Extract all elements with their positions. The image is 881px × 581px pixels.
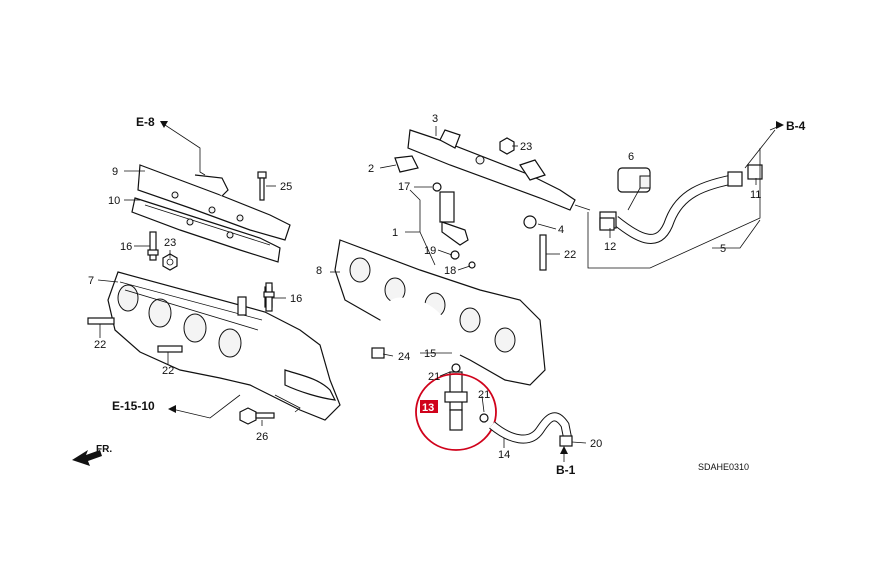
callout-9: 9 (112, 166, 118, 178)
callout-5: 5 (720, 243, 726, 255)
collar-4-part (523, 215, 537, 229)
callout-12: 12 (604, 241, 616, 253)
callout-18: 18 (444, 265, 456, 277)
diagram-code: SDAHE0310 (698, 462, 749, 472)
callout-11: 11 (750, 189, 761, 201)
callout-24: 24 (398, 351, 410, 363)
highlight-circle (415, 373, 497, 451)
clip-11-part (747, 164, 763, 180)
ref-e1510: E-15-10 (112, 399, 155, 413)
nut-23b-part (499, 137, 515, 155)
callout-7: 7 (88, 275, 94, 287)
callout-23b: 23 (520, 141, 532, 153)
injector-part (432, 182, 476, 269)
stud-22c-part (539, 234, 547, 271)
callout-26: 26 (256, 431, 268, 443)
callout-25: 25 (280, 181, 292, 193)
callout-1: 1 (392, 227, 398, 239)
callout-19: 19 (424, 245, 436, 257)
pulsation-damper-part (415, 363, 497, 451)
bolt-26-part (239, 407, 275, 425)
callout-13: 13 (422, 402, 434, 414)
callout-10: 10 (108, 195, 120, 207)
callout-14: 14 (498, 449, 510, 461)
callout-20: 20 (590, 438, 602, 450)
clip-12-part (599, 217, 615, 231)
callout-2: 2 (368, 163, 374, 175)
callout-23a: 23 (164, 237, 176, 249)
callout-6: 6 (628, 151, 634, 163)
ref-fr: FR. (96, 444, 112, 455)
callout-labels: 9 10 16 23 7 22 22 26 25 16 8 2 3 17 1 1… (88, 113, 761, 461)
ref-e8: E-8 (136, 115, 155, 129)
stud-22b-part (157, 345, 183, 353)
callout-13-badge (420, 400, 438, 413)
reference-labels: E-8 B-4 E-15-10 B-1 FR. SDAHE0310 (96, 115, 806, 477)
gasket-part (334, 239, 546, 386)
bolt-25-part (257, 171, 267, 201)
fuel-rail-part (407, 129, 591, 211)
ref-arrows (160, 121, 784, 462)
callout-4: 4 (558, 224, 564, 236)
stud-22a-part (87, 317, 115, 325)
leader-lines (97, 126, 761, 448)
callout-21a: 21 (428, 371, 440, 383)
callout-3: 3 (432, 113, 438, 125)
stud-16b-part (263, 282, 275, 312)
callout-22c: 22 (564, 249, 576, 261)
connector-6-part (617, 167, 651, 193)
callout-22b: 22 (162, 365, 174, 377)
bracket-2-part (394, 155, 419, 173)
ref-b1: B-1 (556, 463, 576, 477)
callout-8: 8 (316, 265, 322, 277)
callout-15: 15 (424, 348, 436, 360)
callout-17: 17 (398, 181, 410, 193)
fuel-rail-cover-part (131, 164, 291, 263)
fuel-hose-14-part (489, 412, 573, 447)
front-arrow-icon (72, 450, 102, 466)
fuel-hose-15-part (371, 297, 462, 359)
callout-16a: 16 (120, 241, 132, 253)
fuel-line-5-part (599, 129, 776, 244)
fuel-line-box (587, 148, 761, 269)
callout-21b: 21 (478, 389, 490, 401)
callout-22a: 22 (94, 339, 106, 351)
ref-b4: B-4 (786, 119, 806, 133)
callout-16b: 16 (290, 293, 302, 305)
intake-manifold-part (107, 271, 341, 421)
